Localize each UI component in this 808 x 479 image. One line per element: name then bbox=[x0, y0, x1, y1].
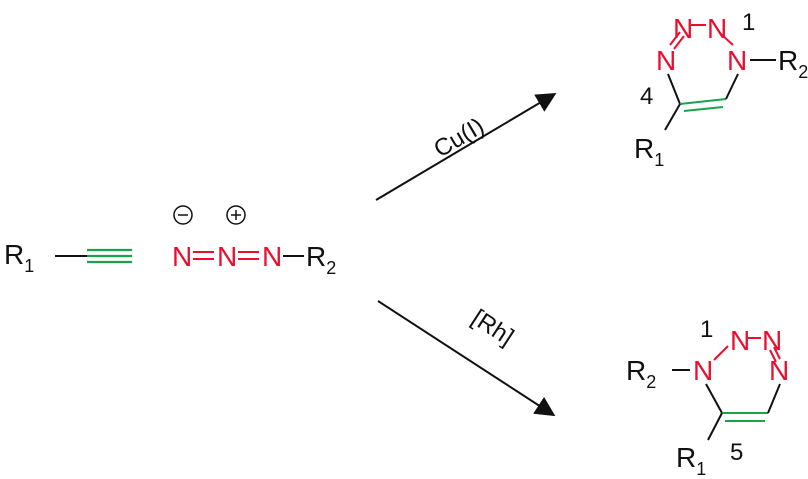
bottom-locant-c: 5 bbox=[730, 439, 743, 466]
azide-n3: N bbox=[262, 241, 282, 272]
top-r-bottom: R1 bbox=[634, 133, 664, 170]
top-r-right: R2 bbox=[778, 45, 808, 82]
product-1-5-triazole: R2 N 1 N N N R1 5 bbox=[626, 316, 789, 479]
positive-charge-icon bbox=[226, 205, 246, 225]
bottom-locant-n: 1 bbox=[700, 316, 713, 343]
arrow-top-label: Cu(I) bbox=[429, 113, 489, 163]
triple-bond bbox=[87, 248, 132, 264]
azide-reactant: N N N R2 bbox=[172, 205, 336, 278]
alkyne-reactant: R1 bbox=[4, 239, 132, 276]
arrow-top: Cu(I) bbox=[375, 92, 557, 201]
bottom-n-right: N bbox=[769, 355, 789, 386]
top-n-top-left: N bbox=[673, 13, 693, 44]
top-locant-c: 4 bbox=[640, 83, 653, 110]
negative-charge-icon bbox=[173, 205, 193, 225]
bottom-r-bottom: R1 bbox=[676, 442, 706, 479]
bottom-n-top-right: N bbox=[762, 325, 782, 356]
bottom-r-left: R2 bbox=[626, 355, 656, 392]
arrow-bottom-label: [Rh] bbox=[467, 304, 519, 351]
azide-n2: N bbox=[217, 241, 237, 272]
top-locant-n: 1 bbox=[742, 9, 755, 36]
product-1-4-triazole: N N N N 1 4 R2 R1 bbox=[634, 9, 808, 170]
alkyne-r-label: R1 bbox=[4, 239, 34, 276]
bottom-n-left: N bbox=[693, 355, 713, 386]
arrow-bottom: [Rh] bbox=[377, 300, 556, 417]
top-n-left: N bbox=[656, 45, 676, 76]
bottom-n-top-left: N bbox=[730, 325, 750, 356]
top-n-right: N bbox=[727, 45, 747, 76]
top-n-top-right: N bbox=[707, 13, 727, 44]
azide-r-label: R2 bbox=[306, 241, 336, 278]
azide-n1: N bbox=[172, 241, 192, 272]
